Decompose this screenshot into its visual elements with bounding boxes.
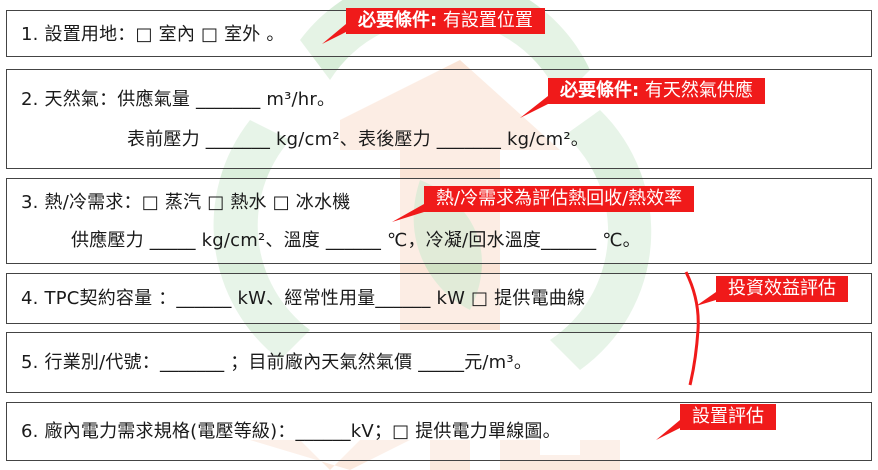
row-4-line: 4. TPC契約容量 ：______ kW、經常性用量______ kW □ 提… — [21, 288, 586, 309]
callout-1-label: 必要條件: — [358, 10, 438, 31]
row-6-line: 6. 廠內電力需求規格(電壓等級)：______kV；□ 提供電力單線圖。 — [21, 421, 561, 442]
callout-heat-recovery: 熱/冷需求為評估熱回收/熱效率 — [424, 186, 695, 212]
row-2-line-1: 2. 天然氣：供應氣量 _______ m³/hr。 — [21, 89, 336, 110]
row-5-industry: 5. 行業別/代號：_______ ；目前廠內天氣然氣價 _____元/m³。 — [6, 332, 872, 393]
row-3-line-2: 供應壓力 _____ kg/cm²、溫度 ______ ℃，冷凝/回水溫度___… — [71, 230, 641, 251]
row-3-line-1: 3. 熱/冷需求：□ 蒸汽 □ 熱水 □ 冰水機 — [21, 192, 351, 213]
callout-1-text: 有設置位置 — [437, 10, 533, 31]
watermark-leaf-green — [413, 180, 482, 310]
row-5-line: 5. 行業別/代號：_______ ；目前廠內天氣然氣價 _____元/m³。 — [21, 352, 533, 373]
callout-investment: 投資效益評估 — [716, 276, 848, 302]
callout-2-text: 有天然氣供應 — [639, 80, 753, 101]
callout-3-text: 熱/冷需求為評估熱回收/熱效率 — [436, 188, 683, 209]
watermark-ring-green-right — [550, 110, 652, 370]
callout-gas-requirement: 必要條件: 有天然氣供應 — [548, 78, 765, 104]
callout-installation: 設置評估 — [680, 404, 776, 430]
row-2-line-2: 表前壓力 _______ kg/cm²、表後壓力 _______ kg/cm²。 — [127, 129, 590, 150]
callout-site-requirement: 必要條件: 有設置位置 — [346, 8, 545, 34]
watermark-ring-green-left — [213, 120, 310, 360]
callout-5-text: 設置評估 — [692, 406, 764, 427]
row-1-line: 1. 設置用地：□ 室內 □ 室外 。 — [21, 24, 285, 45]
callout-4-text: 投資效益評估 — [728, 278, 836, 299]
watermark-letters — [250, 440, 620, 470]
callout-2-label: 必要條件: — [560, 80, 640, 101]
